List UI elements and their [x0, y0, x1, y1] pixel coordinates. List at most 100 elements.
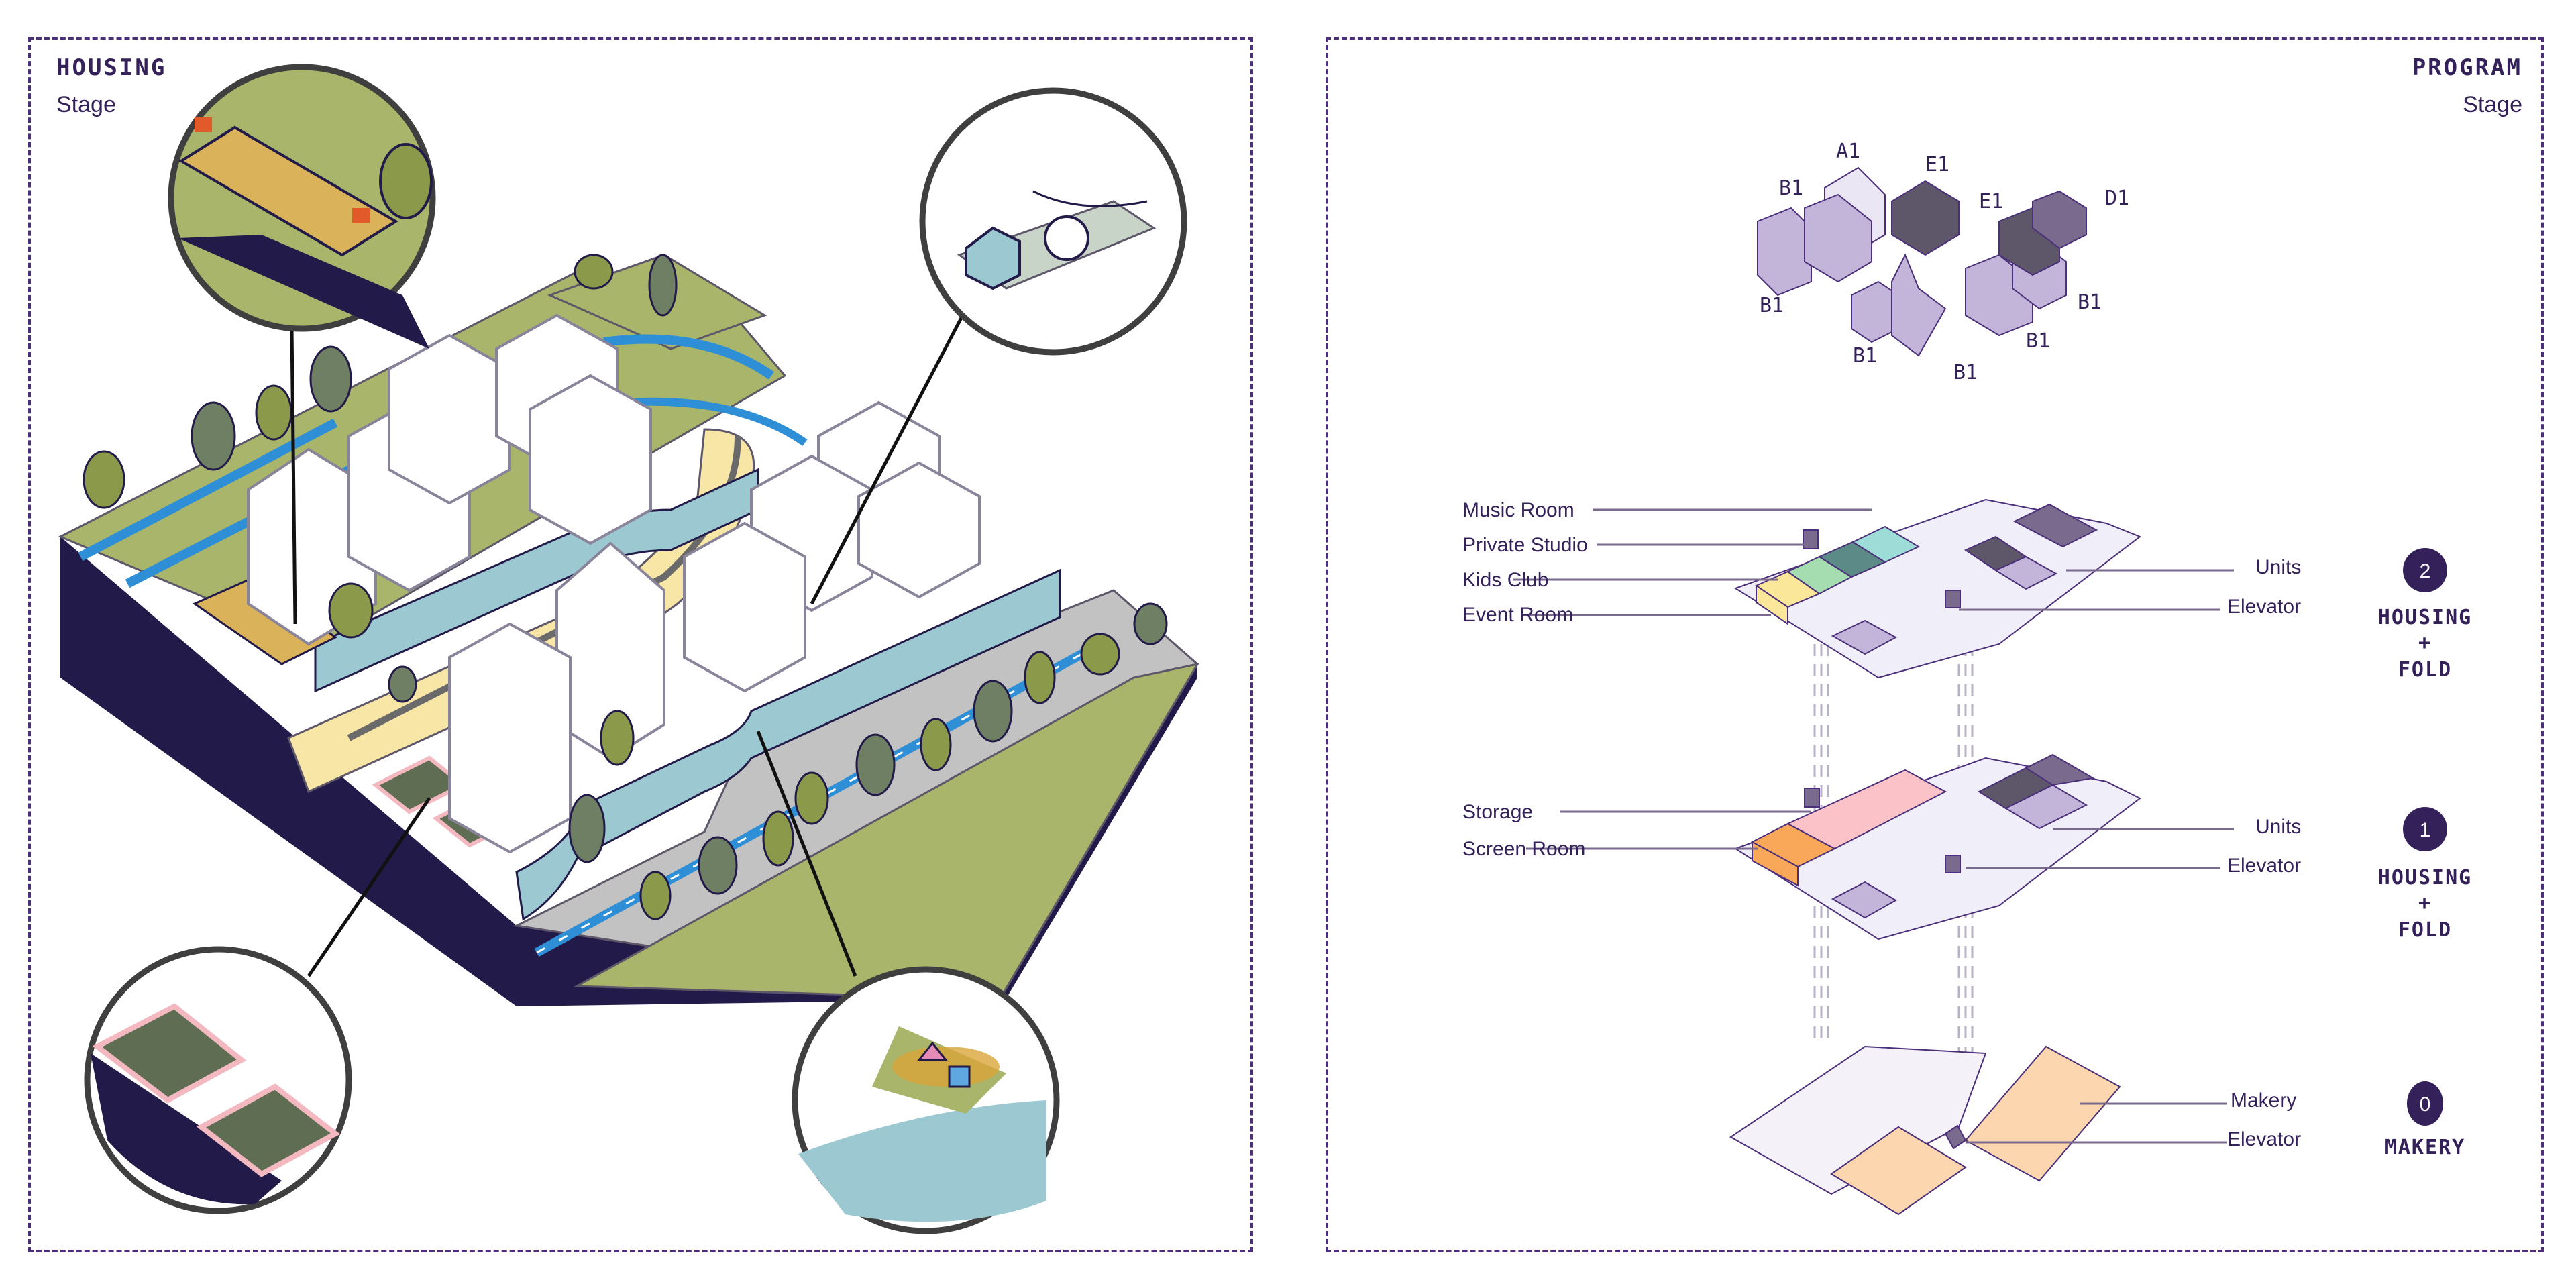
storage: [1786, 769, 1947, 850]
level-name-line: +: [2418, 631, 2432, 655]
level-0-slab: [1729, 1045, 2121, 1216]
upper-cycle-arc: [603, 334, 775, 380]
tree: [762, 810, 794, 867]
unit-block: [2012, 503, 2098, 548]
tree: [920, 718, 952, 771]
label-elevator: Elevator: [2227, 1128, 2301, 1150]
house-b1: [1804, 193, 1872, 283]
unit-block: [1831, 619, 1898, 655]
label-kids-club: Kids Club: [1462, 569, 1548, 591]
house-b1: [1757, 207, 1812, 297]
mid-cycle-arc: [623, 397, 808, 446]
makery-block: [1830, 1126, 1967, 1216]
makery-block: [1964, 1045, 2121, 1182]
typology-label: D1: [2105, 186, 2129, 210]
elevator-core: [1944, 1124, 1967, 1150]
typology-label: E1: [1979, 190, 2003, 213]
hatched-plaza: [1729, 1045, 1987, 1195]
label-units: Units: [2255, 556, 2301, 578]
tree: [639, 871, 672, 920]
label-music-room: Music Room: [1462, 499, 1574, 521]
level-name-line: MAKERY: [2385, 1136, 2465, 1159]
level-name-line: +: [2418, 892, 2432, 915]
house: [683, 521, 806, 693]
typology-label: B1: [2026, 329, 2050, 353]
typology-label: B1: [1953, 361, 1978, 384]
label-event-room: Event Room: [1462, 604, 1573, 626]
level-name-line: HOUSING: [2378, 606, 2472, 629]
program-panel-subtitle: Stage: [2463, 92, 2522, 117]
tree: [388, 665, 417, 703]
basketball-court: [192, 576, 337, 665]
level-number: 0: [2420, 1093, 2431, 1116]
label-private-studio: Private Studio: [1462, 534, 1588, 556]
house: [857, 461, 981, 599]
level-name-line: FOLD: [2398, 918, 2452, 942]
tree: [1133, 602, 1168, 645]
label-units: Units: [2255, 816, 2301, 838]
string-lights-icon: [1032, 190, 1148, 207]
court-inset: [178, 125, 398, 257]
unit-block: [1831, 881, 1898, 919]
level-marker-0: 0 MAKERY: [2385, 1081, 2465, 1159]
elevator-core: [1804, 788, 1820, 808]
house: [529, 374, 652, 545]
typology-massing: [1757, 166, 2087, 357]
tree: [379, 143, 433, 219]
leader-line: [290, 328, 297, 625]
label-elevator: Elevator: [2227, 596, 2301, 618]
elevator-core: [1803, 529, 1819, 549]
level-name-line: FOLD: [2398, 658, 2452, 682]
leader-line: [810, 314, 965, 605]
typology-labels: A1 B1 B1 B1 B1 B1 B1 E1 E1 D1: [1760, 140, 2129, 384]
typology-label: E1: [1925, 153, 1949, 176]
callout-planter-beds: [84, 946, 352, 1214]
tree: [698, 836, 738, 895]
greenhouse-icon: [965, 226, 1021, 290]
tree: [855, 733, 896, 796]
level-1-slab: [1733, 753, 2141, 941]
screen-room-side: [1752, 841, 1799, 887]
trees: [83, 254, 1168, 920]
unit-block: [2024, 753, 2095, 786]
level-marker-1: 1 HOUSING + FOLD: [2378, 807, 2472, 942]
label-leaders: [1513, 508, 2234, 1144]
level-number: 1: [2420, 819, 2431, 841]
leader-line: [307, 797, 431, 977]
slab: [1733, 498, 2142, 679]
tree: [328, 582, 374, 639]
leader-line: [756, 731, 857, 977]
level-number: 2: [2420, 560, 2431, 582]
program-panel: PROGRAM Stage: [1326, 37, 2544, 1252]
house-d1: [2032, 190, 2087, 250]
unit-block: [1994, 555, 2058, 590]
housing-panel: HOUSING Stage: [28, 37, 1253, 1252]
housing-panel-subtitle: Stage: [56, 92, 116, 117]
typology-label: B1: [1853, 344, 1877, 368]
label-storage: Storage: [1462, 801, 1533, 823]
tree: [1080, 633, 1120, 676]
play-cube-icon: [948, 1065, 971, 1088]
block-navy-side: [60, 537, 517, 1006]
tree: [600, 710, 635, 766]
level-number-badge: [2403, 548, 2447, 592]
tree: [309, 345, 352, 413]
tree: [83, 450, 125, 509]
tree: [648, 254, 678, 317]
level-name-line: HOUSING: [2378, 866, 2472, 890]
callout-leaders: [290, 314, 965, 977]
unit-block: [2004, 784, 2088, 830]
level-number-badge: [2407, 1081, 2443, 1126]
houses: [247, 313, 981, 854]
tree: [574, 254, 614, 290]
tree: [191, 401, 236, 471]
level-number-badge: [2403, 807, 2447, 851]
housing-panel-title: HOUSING: [56, 54, 167, 81]
label-makery: Makery: [2231, 1089, 2296, 1112]
event-room-side: [1756, 584, 1788, 625]
elevator-core: [1945, 590, 1961, 608]
level-marker-2: 2 HOUSING + FOLD: [2378, 548, 2472, 682]
tree: [1024, 651, 1056, 704]
